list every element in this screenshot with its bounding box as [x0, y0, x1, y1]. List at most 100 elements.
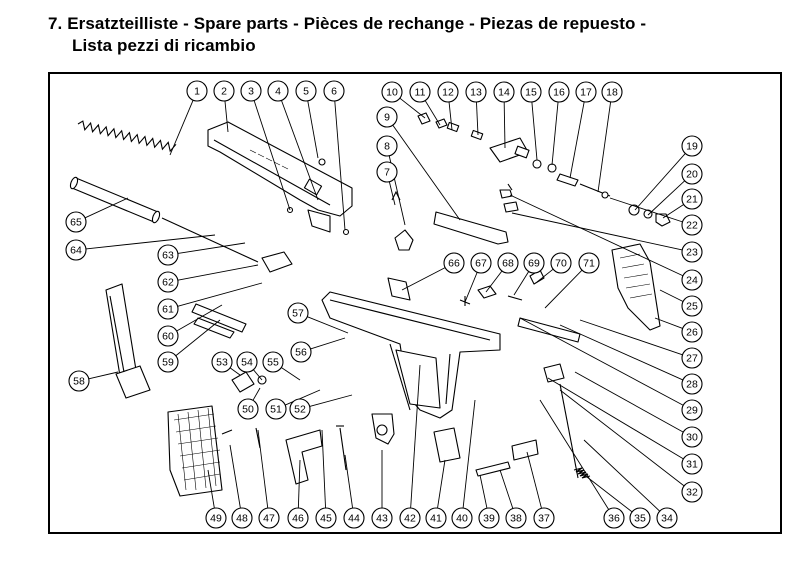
callout-14: 14	[493, 81, 515, 103]
leader-line-35	[577, 469, 633, 513]
callout-number: 30	[686, 432, 698, 444]
callout-6: 6	[323, 80, 345, 102]
callout-number: 38	[510, 513, 522, 525]
callout-15: 15	[520, 81, 542, 103]
callout-number: 44	[348, 513, 360, 525]
callout-number: 13	[470, 87, 482, 99]
callout-22: 22	[681, 214, 703, 236]
part-53-54-group	[231, 371, 267, 393]
callout-50: 50	[237, 398, 259, 420]
leader-line-31	[547, 377, 684, 460]
callout-circle	[376, 135, 398, 157]
part-37-38-group	[475, 439, 539, 477]
part-frame	[321, 291, 501, 419]
callout-38: 38	[505, 507, 527, 529]
callout-circle	[262, 351, 284, 373]
callout-number: 25	[686, 301, 698, 313]
callout-64: 64	[65, 239, 87, 261]
callout-number: 34	[661, 513, 673, 525]
callout-circle	[520, 81, 542, 103]
callout-number: 15	[525, 87, 537, 99]
leader-line-5	[307, 100, 319, 159]
callout-circle	[425, 507, 447, 529]
callout-circle	[443, 252, 465, 274]
callout-number: 70	[555, 258, 567, 270]
callout-circle	[65, 239, 87, 261]
callout-circle	[681, 453, 703, 475]
callout-39: 39	[478, 507, 500, 529]
callout-55: 55	[262, 351, 284, 373]
callout-number: 28	[686, 379, 698, 391]
callout-52: 52	[289, 398, 311, 420]
part-66-block	[387, 277, 411, 301]
leader-line-30	[574, 371, 684, 433]
callout-circle	[681, 373, 703, 395]
callout-44: 44	[343, 507, 365, 529]
callout-7: 7	[376, 161, 398, 183]
leader-line-26	[654, 317, 683, 329]
callout-number: 65	[70, 217, 82, 229]
callout-number: 10	[386, 87, 398, 99]
leader-line-59	[175, 319, 221, 357]
callout-31: 31	[681, 453, 703, 475]
callout-42: 42	[399, 507, 421, 529]
callout-circle	[681, 399, 703, 421]
callout-circle	[681, 426, 703, 448]
callout-circle	[629, 507, 651, 529]
leader-line-55	[281, 367, 301, 381]
callout-4: 4	[267, 80, 289, 102]
diagram-frame	[48, 72, 782, 534]
leader-line-7	[388, 181, 396, 206]
callout-53: 53	[211, 351, 233, 373]
callout-number: 57	[292, 308, 304, 320]
callout-45: 45	[315, 507, 337, 529]
callout-circle	[578, 252, 600, 274]
callout-number: 58	[73, 376, 85, 388]
page-title: 7. Ersatzteilliste - Spare parts - Pièce…	[48, 14, 647, 33]
callout-circle	[523, 252, 545, 274]
callout-number: 35	[634, 513, 646, 525]
callout-circle	[470, 252, 492, 274]
leader-line-34	[583, 439, 661, 512]
parts-drawing	[69, 112, 671, 497]
callout-circle	[681, 321, 703, 343]
callout-12: 12	[437, 81, 459, 103]
callout-60: 60	[157, 325, 179, 347]
leader-line-13	[476, 101, 479, 136]
callout-circle	[289, 398, 311, 420]
callout-circle	[157, 298, 179, 320]
callout-number: 19	[686, 141, 698, 153]
callout-62: 62	[157, 271, 179, 293]
callout-number: 55	[267, 357, 279, 369]
callout-70: 70	[550, 252, 572, 274]
part-extractor-group	[628, 204, 671, 227]
callout-circle	[205, 507, 227, 529]
callout-51: 51	[265, 398, 287, 420]
callout-number: 54	[241, 357, 253, 369]
callout-number: 31	[686, 459, 698, 471]
callout-number: 6	[331, 86, 337, 98]
part-41	[433, 427, 461, 463]
callout-number: 26	[686, 327, 698, 339]
callout-circle	[315, 507, 337, 529]
callout-circle	[343, 507, 365, 529]
callout-59: 59	[157, 351, 179, 373]
leader-line-4	[281, 100, 319, 201]
callout-9: 9	[376, 106, 398, 128]
leader-line-49	[207, 469, 215, 509]
part-46	[285, 429, 323, 485]
callout-number: 46	[292, 513, 304, 525]
callout-circle	[505, 507, 527, 529]
callout-13: 13	[465, 81, 487, 103]
callout-number: 39	[483, 513, 495, 525]
leader-line-58	[88, 371, 119, 380]
callout-number: 61	[162, 304, 174, 316]
leader-line-37	[526, 451, 542, 509]
callout-number: 12	[442, 87, 454, 99]
callout-11: 11	[409, 81, 431, 103]
callout-number: 59	[162, 357, 174, 369]
leader-line-48	[229, 444, 241, 509]
callout-circle	[157, 244, 179, 266]
leader-line-39	[479, 474, 488, 509]
callout-35: 35	[629, 507, 651, 529]
